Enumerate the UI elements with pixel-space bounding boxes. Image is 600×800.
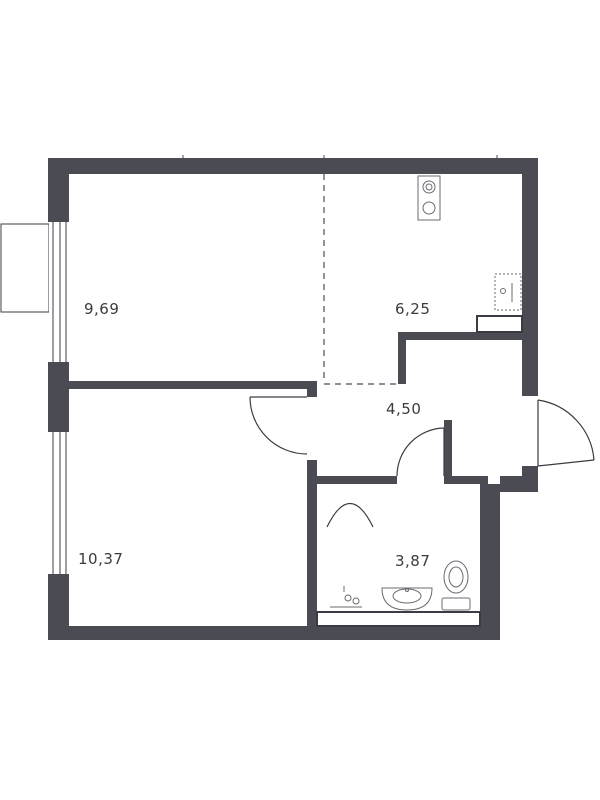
room-2-area: 10,37 bbox=[78, 550, 123, 568]
kitchen-area: 6,25 bbox=[395, 300, 430, 318]
wall-ticks bbox=[182, 155, 498, 158]
walls bbox=[48, 158, 538, 640]
room-1-area: 9,69 bbox=[84, 300, 119, 318]
door-entrance bbox=[537, 399, 595, 467]
toilet-icon bbox=[441, 560, 471, 611]
window-room-2 bbox=[49, 432, 69, 574]
kitchen-sink-icon bbox=[494, 273, 522, 311]
balcony bbox=[0, 223, 50, 313]
stove-icon bbox=[417, 175, 441, 221]
window-room-1 bbox=[49, 222, 69, 362]
bathroom-area: 3,87 bbox=[395, 552, 430, 570]
shower-icon bbox=[326, 502, 374, 528]
zone-separators bbox=[323, 174, 398, 385]
washbasin-icon bbox=[381, 587, 433, 611]
door-room-2 bbox=[249, 396, 308, 455]
hallway-area: 4,50 bbox=[386, 400, 421, 418]
faucet-icon bbox=[330, 586, 362, 608]
bathroom-floor-edge bbox=[316, 611, 481, 627]
kitchen-cabinet bbox=[476, 315, 523, 333]
door-bathroom bbox=[396, 427, 445, 477]
